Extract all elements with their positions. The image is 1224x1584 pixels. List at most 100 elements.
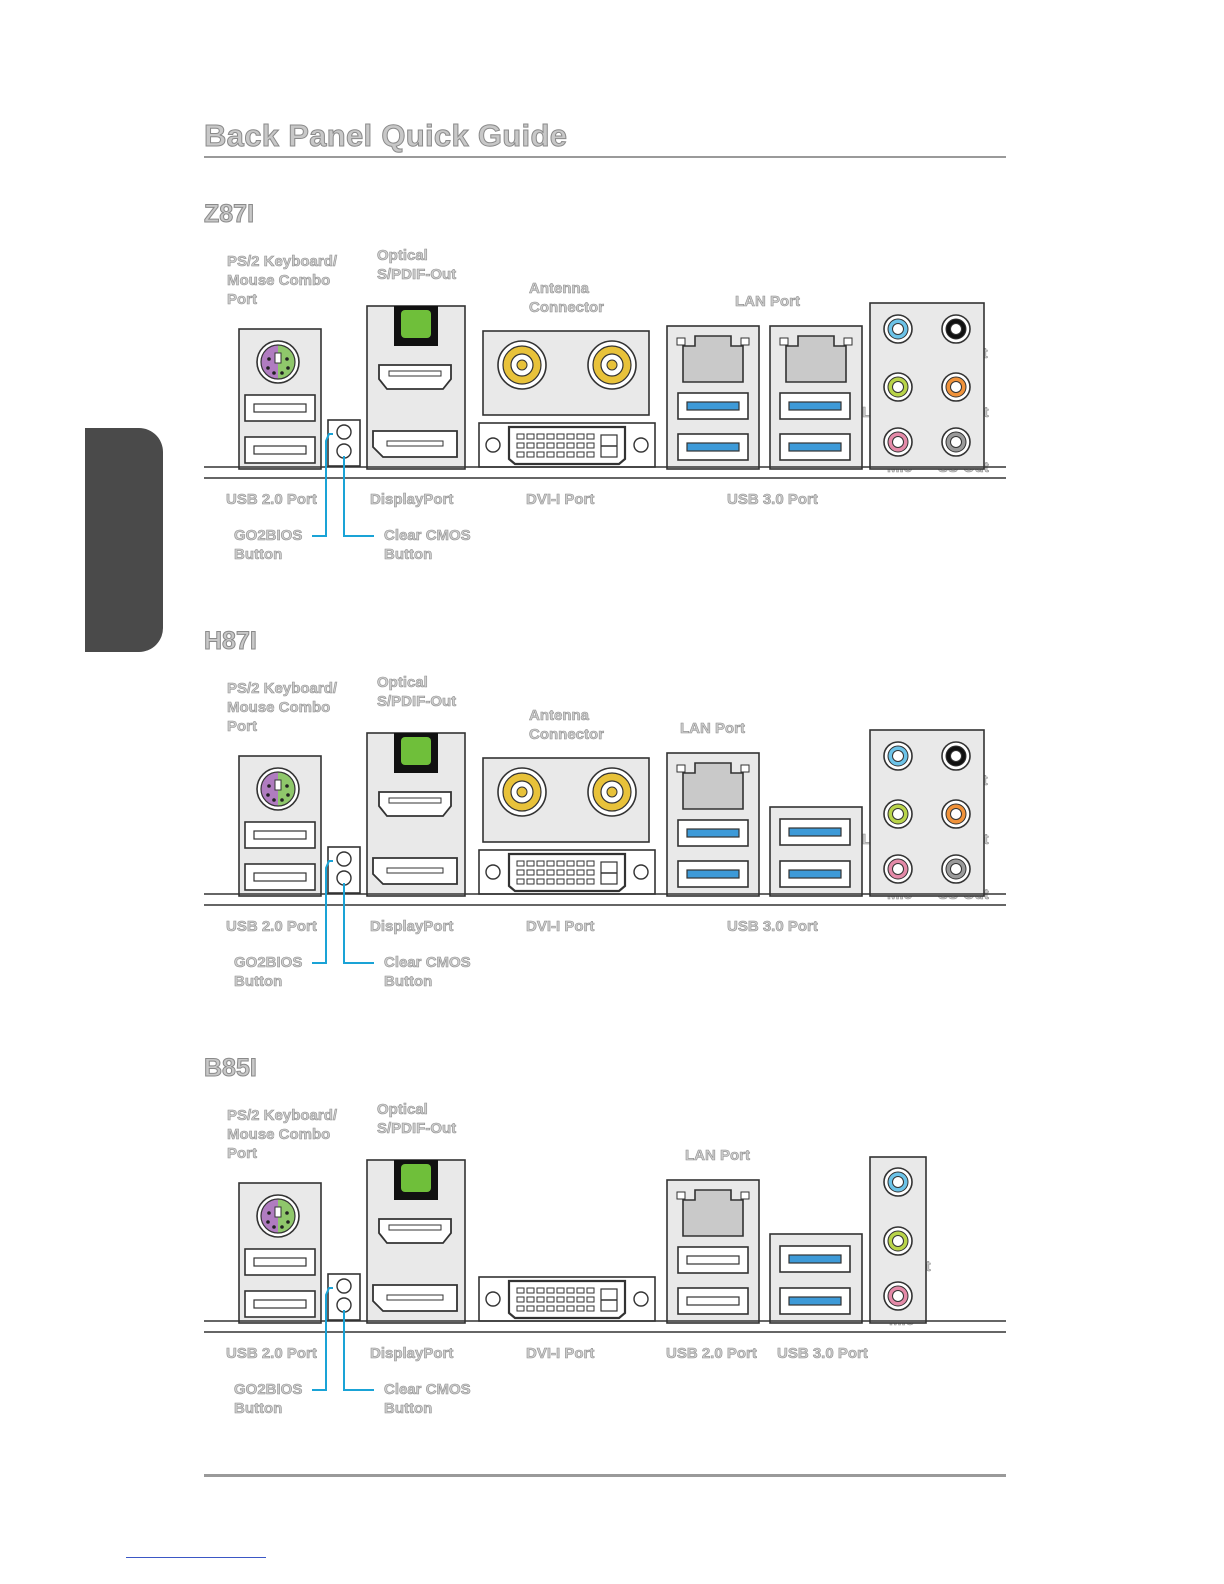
cs-out-jack-ring [945,803,967,825]
line-in-jack-hole [892,1176,904,1188]
lan-port-icon [676,335,750,383]
usb-port-tongue [253,1257,307,1267]
antenna-pin [516,786,528,798]
line-out-jack-hole [892,1235,904,1247]
line-out-jack-ring [887,1230,909,1252]
dvi-pin [516,451,525,458]
usb-port-tongue [788,1254,842,1264]
antenna-inner [600,780,624,804]
antenna-inner [510,780,534,804]
ps2-outer-ring [256,1194,300,1238]
dvi-pin [526,433,535,440]
mic-jack [883,854,913,884]
dvi-pin [526,1296,535,1303]
optical-housing [394,306,438,346]
ps2-purple-half [261,345,278,379]
displayport-icon [372,1284,458,1312]
label-lan: LAN Port [685,1147,751,1165]
hdmi-contact [388,1224,442,1231]
dvi-pin [516,1305,525,1312]
dvi-pin [576,860,585,867]
label-mic: Mic [887,459,913,477]
dvi-pin [536,1287,545,1294]
usb2-port [244,436,316,464]
usb-port-shell [779,1245,851,1273]
antenna-outer [497,767,547,817]
title-divider [204,156,1006,158]
line-in-jack [883,314,913,344]
line-in-jack-hole [892,323,904,335]
line-in-jack [883,741,913,771]
ps2-pin [285,357,289,361]
usb3-port [779,818,851,846]
ps2-port-icon [256,767,300,811]
label-usb3: USB 3.0 Port [727,491,818,509]
label-ps2: PS/2 Keyboard/ Mouse Combo Port [227,680,338,736]
line-in-jack-hole [892,750,904,762]
lan-usb-frame [666,325,760,470]
mic-jack [883,1281,913,1311]
clear-cmos-button [336,870,352,886]
ps2-port-icon [256,1194,300,1238]
mic-jack-ring [887,431,909,453]
ss-out-jack-hole [950,436,962,448]
dvi-pin [566,442,575,449]
dvi-pin [546,451,555,458]
lan-socket [785,335,847,383]
usb-port-shell [779,392,851,420]
antenna-connector-icon [497,340,547,390]
dvi-pin [526,1287,535,1294]
optical-shutter [401,1164,431,1192]
dvi-socket [507,1279,627,1320]
label-mic: Mic [889,1312,915,1330]
dvi-pin [586,1287,595,1294]
dvi-pin [516,878,525,885]
usb-port-shell [677,860,749,888]
dvi-pin [556,878,565,885]
rs-out-jack [941,314,971,344]
dvi-socket [507,852,627,893]
mic-jack-ring [887,858,909,880]
optical-spdif-icon [394,306,438,346]
dvi-screw [633,437,649,453]
av-frame [366,305,466,470]
rs-out-jack-hole [950,323,962,335]
dvi-socket [507,425,627,466]
dvi-pin [566,433,575,440]
usb2-port [244,394,316,422]
dvi-pin [526,860,535,867]
page-title: Back Panel Quick Guide [203,118,568,154]
dvi-pin [576,1287,585,1294]
line-in-jack-ring [887,745,909,767]
usb2-port [244,1248,316,1276]
audio-frame [869,302,985,470]
hdmi-port-icon [378,791,452,817]
dvi-pin [516,433,525,440]
ps2-usb-frame [238,328,322,470]
lan-port-icon [676,1189,750,1237]
dvi-pin [546,1287,555,1294]
dvi-pin [516,442,525,449]
dvi-pin [546,869,555,876]
dvi-pin [566,1296,575,1303]
label-usb3: USB 3.0 Port [727,918,818,936]
audio-frame [869,729,985,897]
label-optical: Optical S/PDIF-Out [377,674,457,711]
hdmi-port-icon [378,364,452,390]
label-line-out: Line-Out [862,404,924,422]
dvi-analog-block [600,434,618,458]
optical-spdif-icon [394,733,438,773]
dvi-pin [536,878,545,885]
dvi-pin [526,869,535,876]
usb-port-shell [244,394,316,422]
rs-out-jack-ring [945,318,967,340]
label-displayport: DisplayPort [370,1345,454,1363]
line-out-jack-hole [892,381,904,393]
dvi-port-icon [478,849,656,895]
dvi-pin [576,1296,585,1303]
antenna-nut [502,345,542,385]
usb3-frame [769,806,863,897]
ps2-pin [272,371,276,375]
label-optical: Optical S/PDIF-Out [377,247,457,284]
ps2-usb-frame [238,755,322,897]
